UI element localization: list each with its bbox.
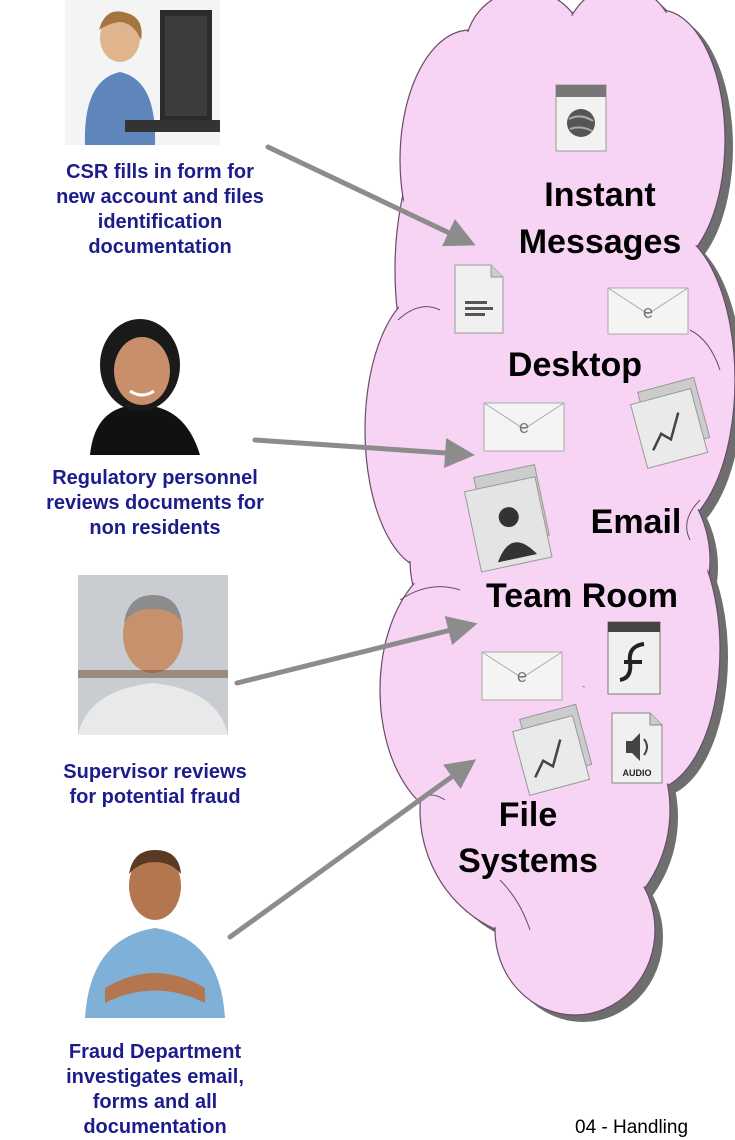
audio-file-icon: AUDIO (611, 712, 663, 784)
caption-line: forms and all (92, 1091, 218, 1113)
arrow-fraud (227, 759, 477, 940)
slide-footer: 04 - Handling (575, 1117, 689, 1138)
svg-text:e: e (519, 417, 529, 437)
arrow-supervisor (234, 616, 478, 686)
label-file-systems-line2: Systems (458, 842, 598, 880)
label-desktop: Desktop (508, 346, 642, 384)
caption-line: Regulatory personnel (52, 467, 258, 489)
caption-line: documentation (83, 1116, 227, 1138)
caption-line: CSR fills in form for (66, 161, 254, 183)
caption-line: Fraud Department (68, 1041, 242, 1063)
document-icon (454, 264, 504, 334)
arrow-regulatory (252, 437, 475, 468)
caption-line: new account and files (56, 186, 264, 208)
chart-file-icon (629, 376, 711, 470)
caption-line: identification (97, 211, 223, 233)
label-instant-messages-line1: Instant (544, 176, 655, 214)
label-instant-messages-line2: Messages (519, 223, 682, 261)
web-page-icon (555, 84, 607, 152)
chart-file-icon (511, 703, 593, 797)
email-icon: e (481, 651, 563, 701)
caption-line: for potential fraud (69, 786, 241, 808)
caption-line: non residents (89, 517, 221, 539)
arrows (227, 144, 478, 940)
caption-line: reviews documents for (46, 492, 264, 514)
man-arms-crossed-photo (85, 838, 225, 1018)
supervisor-caption: Supervisor reviews for potential fraud (10, 760, 300, 810)
older-man-portrait-photo (78, 575, 228, 735)
svg-text:e: e (517, 666, 527, 686)
regulatory-caption: Regulatory personnel reviews documents f… (0, 466, 310, 541)
woman-at-computer-photo (65, 0, 220, 145)
email-icon: e (607, 287, 689, 335)
arrow-csr (265, 144, 476, 247)
flash-file-icon (607, 621, 661, 695)
caption-line: Supervisor reviews (63, 761, 247, 783)
csr-caption: CSR fills in form for new account and fi… (15, 160, 305, 260)
fraud-caption: Fraud Department investigates email, for… (10, 1040, 300, 1140)
label-file-systems-line1: File (499, 796, 558, 834)
photo-folder-icon (463, 464, 553, 573)
svg-text:AUDIO: AUDIO (623, 768, 652, 778)
woman-portrait-photo (60, 305, 220, 455)
caption-line: investigates email, (66, 1066, 244, 1088)
email-icon: e (483, 402, 565, 452)
caption-line: documentation (88, 236, 232, 258)
label-email: Email (591, 503, 682, 541)
label-team-room: Team Room (486, 577, 678, 615)
svg-text:e: e (643, 302, 653, 322)
